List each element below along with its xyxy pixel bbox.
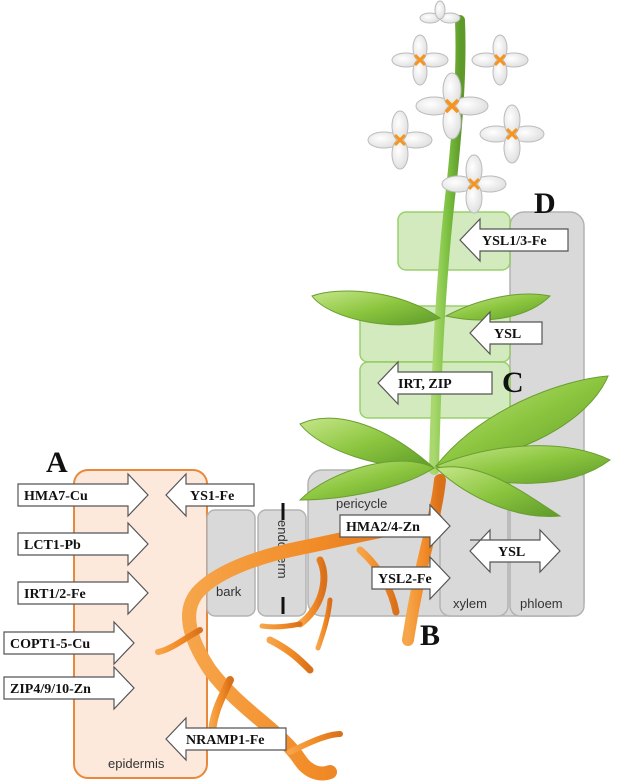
arrow-ys1-fe: YS1-Fe	[165, 472, 255, 518]
flower-6	[479, 104, 545, 164]
flower-7	[441, 154, 507, 214]
phloem-label: phloem	[520, 596, 563, 611]
arrow-irt1-2-fe: IRT1/2-Fe	[17, 570, 149, 616]
pericycle-label: pericycle	[336, 496, 387, 511]
panel-letter-c: C	[502, 366, 524, 399]
flower-1	[419, 0, 461, 24]
flower-2	[391, 34, 449, 86]
xylem-label: xylem	[453, 596, 487, 611]
arrow-hma7-cu-label: HMA7-Cu	[24, 489, 88, 504]
arrow-hma2-4-zn-label: HMA2/4-Zn	[346, 520, 420, 535]
arrow-ysl2-fe: YSL2-Fe	[371, 555, 451, 601]
arrow-nramp1-fe: NRAMP1-Fe	[165, 716, 287, 762]
arrow-copt1-5-cu: COPT1-5-Cu	[3, 620, 135, 666]
arrow-ysl-bidirectional: YSL	[469, 528, 561, 574]
arrow-zip4-9-10-zn-label: ZIP4/9/10-Zn	[10, 682, 91, 697]
plant-stem	[429, 15, 466, 475]
arrow-ysl2-fe-label: YSL2-Fe	[378, 572, 432, 587]
arrow-ysl-shoot-label: YSL	[494, 327, 521, 342]
arrow-hma7-cu: HMA7-Cu	[17, 472, 149, 518]
flower-5	[367, 110, 433, 170]
flower-4	[415, 72, 489, 140]
epidermis-label: epidermis	[108, 756, 165, 771]
arrow-ysl1-3-fe-label: YSL1/3-Fe	[482, 234, 547, 249]
arrow-lct1-pb-label: LCT1-Pb	[24, 538, 81, 553]
arrow-nramp1-fe-label: NRAMP1-Fe	[186, 733, 265, 748]
bark-label: bark	[216, 584, 242, 599]
panel-letter-d: D	[534, 187, 556, 220]
flowers	[367, 0, 545, 214]
arrow-zip4-9-10-zn: ZIP4/9/10-Zn	[3, 665, 135, 711]
arrow-ysl-bidirectional-label: YSL	[498, 545, 525, 560]
flower-3	[471, 34, 529, 86]
arrow-ys1-fe-label: YS1-Fe	[190, 489, 234, 504]
arrow-irt1-2-fe-label: IRT1/2-Fe	[24, 587, 86, 602]
panel-letter-a: A	[46, 446, 68, 479]
leaves	[298, 290, 611, 518]
arrow-copt1-5-cu-label: COPT1-5-Cu	[10, 637, 90, 652]
arrow-irt-zip: IRT, ZIP	[377, 360, 493, 406]
arrow-hma2-4-zn: HMA2/4-Zn	[339, 503, 451, 549]
arrow-lct1-pb: LCT1-Pb	[17, 521, 149, 567]
panel-letter-b: B	[420, 619, 440, 652]
arrow-irt-zip-label: IRT, ZIP	[398, 377, 452, 392]
arrow-ysl1-3-fe: YSL1/3-Fe	[459, 217, 569, 263]
arrow-ysl-shoot: YSL	[469, 310, 543, 356]
